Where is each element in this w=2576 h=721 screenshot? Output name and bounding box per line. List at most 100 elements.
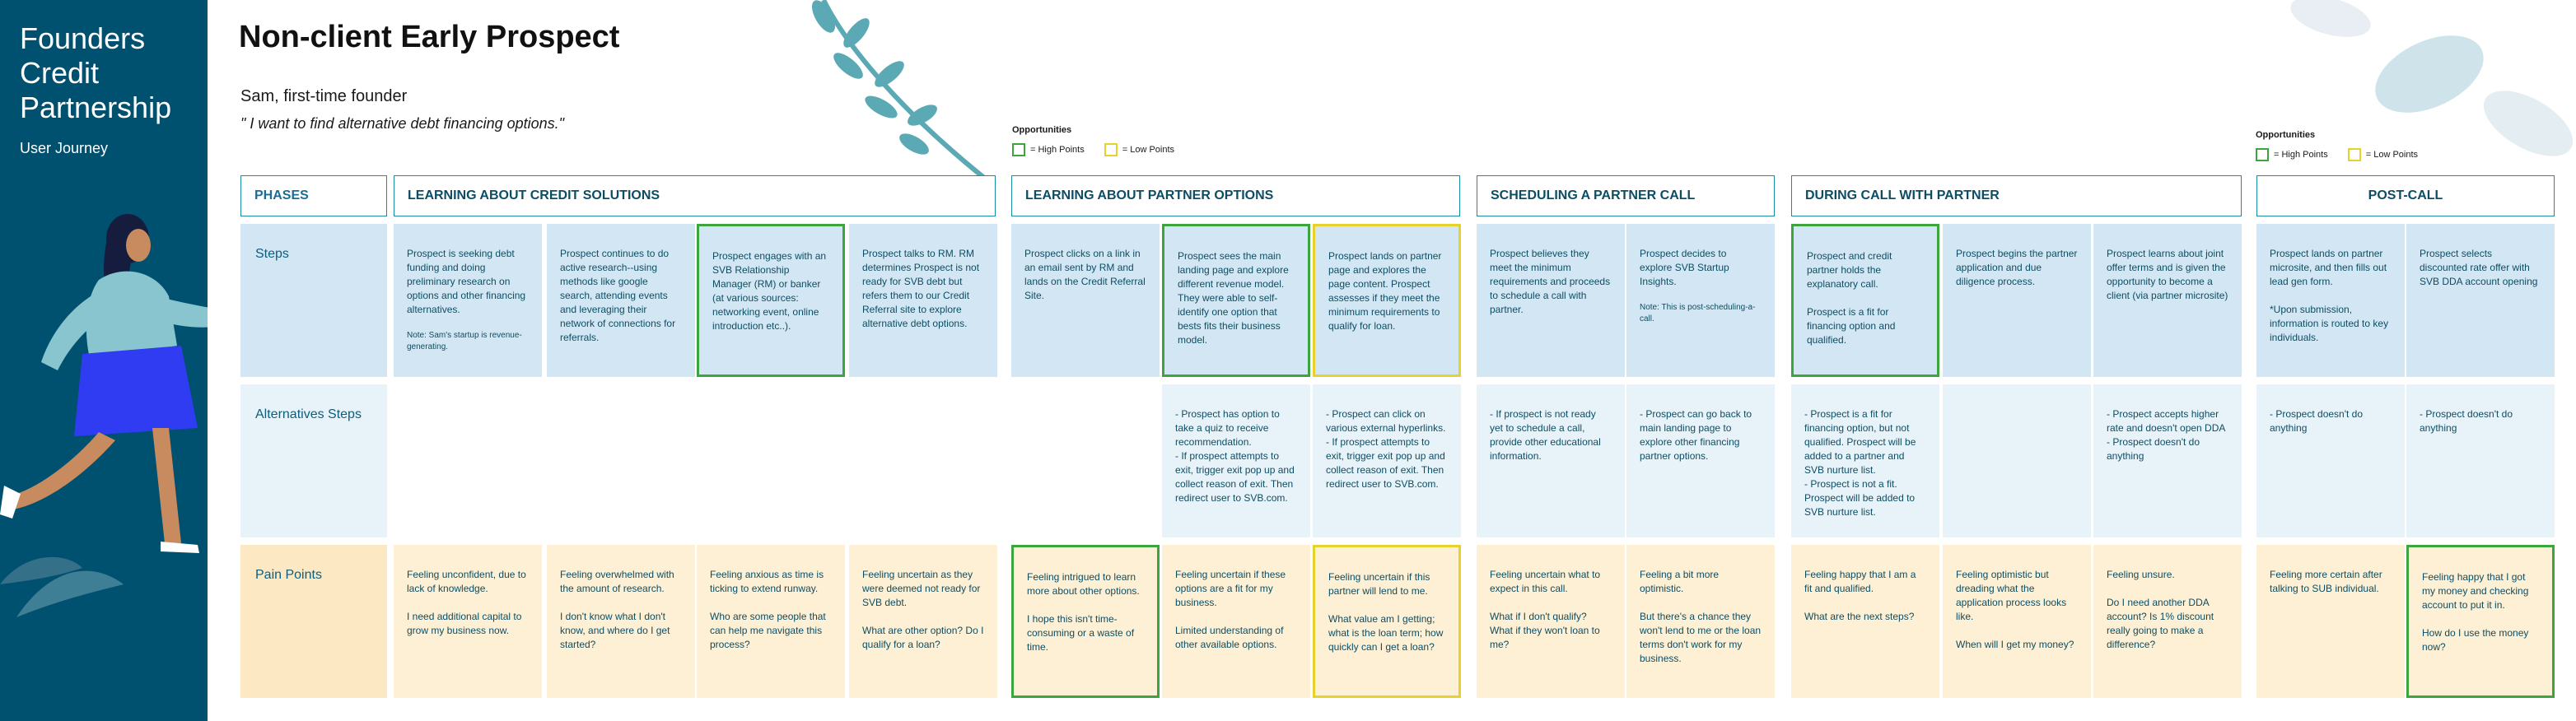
step-note: Note: This is post-scheduling-a-call. — [1640, 303, 1756, 323]
legend-postcall: Opportunities = High Points = Low Points — [2256, 130, 2418, 161]
high-swatch — [1012, 143, 1025, 156]
alt-cell: - If prospect is not ready yet to schedu… — [1477, 384, 1625, 537]
step-text: Prospect begins the partner application … — [1956, 248, 2078, 287]
step-note: Note: Sam's startup is revenue-generatin… — [407, 331, 522, 351]
pain-text: Feeling intrigued to learn more about ot… — [1027, 571, 1140, 653]
pain-text: Feeling anxious as time is ticking to ex… — [710, 569, 826, 650]
pain-text: Feeling happy that I am a fit and qualif… — [1804, 569, 1916, 622]
legend-low: = Low Points — [1104, 143, 1174, 156]
pain-cell-low: Feeling uncertain if this partner will l… — [1313, 545, 1461, 698]
pain-text: Feeling more certain after talking to SU… — [2270, 569, 2382, 594]
pain-text: Feeling a bit more optimistic. But there… — [1640, 569, 1762, 664]
alt-cell: - Prospect has option to take a quiz to … — [1162, 384, 1310, 537]
step-text: Prospect continues to do active research… — [560, 248, 676, 343]
sidebar: Founders Credit Partnership User Journey — [0, 0, 208, 721]
pain-text: Feeling unsure. Do I need another DDA ac… — [2107, 569, 2214, 650]
row-label-alternatives: Alternatives Steps — [240, 384, 387, 537]
pain-text: Feeling uncertain as they were deemed no… — [862, 569, 984, 650]
brand-title: Founders Credit Partnership — [20, 21, 172, 124]
pain-cell: Feeling happy that I am a fit and qualif… — [1791, 545, 1939, 698]
legend-high-label: = High Points — [1030, 145, 1085, 155]
pain-text: Feeling unconfident, due to lack of know… — [407, 569, 526, 636]
step-cell: Prospect begins the partner application … — [1943, 224, 2091, 377]
step-cell: Prospect learns about joint offer terms … — [2093, 224, 2242, 377]
pain-cell: Feeling uncertain as they were deemed no… — [849, 545, 997, 698]
pain-cell: Feeling more certain after talking to SU… — [2256, 545, 2405, 698]
legend-low-label: = Low Points — [1122, 145, 1175, 155]
pain-text: Feeling uncertain if these options are a… — [1175, 569, 1286, 650]
high-swatch — [2256, 148, 2269, 161]
alt-text: - Prospect doesn't do anything — [2270, 408, 2364, 434]
alt-text: - Prospect accepts higher rate and doesn… — [2107, 408, 2226, 462]
alt-cell: - Prospect doesn't do anything — [2256, 384, 2405, 537]
phase-scheduling: SCHEDULING A PARTNER CALL — [1477, 175, 1775, 216]
pain-cell-high: Feeling intrigued to learn more about ot… — [1011, 545, 1160, 698]
pain-cell: Feeling uncertain what to expect in this… — [1477, 545, 1625, 698]
pain-cell: Feeling a bit more optimistic. But there… — [1626, 545, 1775, 698]
step-text: Prospect and credit partner holds the ex… — [1807, 250, 1896, 346]
alt-text: - Prospect has option to take a quiz to … — [1175, 408, 1295, 504]
step-cell: Prospect selects discounted rate offer w… — [2406, 224, 2555, 377]
legend-high: = High Points — [1012, 143, 1085, 156]
phase-learning-partner: LEARNING ABOUT PARTNER OPTIONS — [1011, 175, 1460, 216]
pain-text: Feeling overwhelmed with the amount of r… — [560, 569, 674, 650]
pain-text: Feeling uncertain if this partner will l… — [1328, 571, 1444, 653]
pain-cell-high: Feeling happy that I got my money and ch… — [2406, 545, 2555, 698]
alt-cell: - Prospect can click on various external… — [1313, 384, 1461, 537]
persona-quote: " I want to find alternative debt financ… — [240, 115, 565, 132]
low-swatch — [2347, 148, 2361, 161]
phase-header-label: PHASES — [240, 175, 387, 216]
step-text: Prospect lands on partner microsite, and… — [2270, 248, 2389, 343]
legend-high: = High Points — [2256, 148, 2328, 161]
page-title: Non-client Early Prospect — [239, 20, 620, 54]
step-text: Prospect clicks on a link in an email se… — [1024, 248, 1146, 301]
legend-low-label: = Low Points — [2365, 150, 2419, 160]
alt-cell — [1943, 384, 2091, 537]
pain-cell: Feeling unconfident, due to lack of know… — [394, 545, 542, 698]
leaf-decoration — [2290, 0, 2574, 156]
step-text: Prospect talks to RM. RM determines Pros… — [862, 248, 980, 329]
step-cell-low: Prospect lands on partner page and explo… — [1313, 224, 1461, 377]
step-cell: Prospect talks to RM. RM determines Pros… — [849, 224, 997, 377]
alt-cell: - Prospect can go back to main landing p… — [1626, 384, 1775, 537]
pain-text: Feeling uncertain what to expect in this… — [1490, 569, 1601, 650]
pain-text: Feeling optimistic but dreading what the… — [1956, 569, 2074, 650]
step-text: Prospect engages with an SVB Relationshi… — [712, 250, 827, 332]
step-text: Prospect believes they meet the minimum … — [1490, 248, 1611, 315]
alt-cell: - Prospect doesn't do anything — [2406, 384, 2555, 537]
pain-cell: Feeling optimistic but dreading what the… — [1943, 545, 2091, 698]
legend-high-label: = High Points — [2274, 150, 2328, 160]
step-text: Prospect lands on partner page and explo… — [1328, 250, 1442, 332]
alt-text: - If prospect is not ready yet to schedu… — [1490, 408, 1601, 462]
legend-title: Opportunities — [2256, 130, 2316, 140]
brand-subtitle: User Journey — [20, 140, 109, 156]
row-label-pain: Pain Points — [240, 545, 387, 698]
persona-illustration — [0, 214, 208, 617]
low-swatch — [1104, 143, 1118, 156]
alt-cell: - Prospect accepts higher rate and doesn… — [2093, 384, 2242, 537]
step-cell-high: Prospect and credit partner holds the ex… — [1791, 224, 1939, 377]
step-text: Prospect is seeking debt funding and doi… — [407, 248, 526, 315]
legend-partner: Opportunities = High Points = Low Points — [1012, 125, 1174, 156]
step-cell-high: Prospect sees the main landing page and … — [1162, 224, 1310, 377]
step-text: Prospect selects discounted rate offer w… — [2420, 248, 2538, 287]
step-cell: Prospect decides to explore SVB Startup … — [1626, 224, 1775, 377]
step-cell-high: Prospect engages with an SVB Relationshi… — [697, 224, 845, 377]
alt-cell: - Prospect is a fit for financing option… — [1791, 384, 1939, 537]
alt-text: - Prospect can go back to main landing p… — [1640, 408, 1752, 462]
step-cell: Prospect clicks on a link in an email se… — [1011, 224, 1160, 377]
pain-cell: Feeling unsure. Do I need another DDA ac… — [2093, 545, 2242, 698]
phase-post-call: POST-CALL — [2256, 175, 2555, 216]
step-cell: Prospect continues to do active research… — [547, 224, 695, 377]
step-cell: Prospect is seeking debt funding and doi… — [394, 224, 542, 377]
plant-decoration — [812, 0, 990, 184]
alt-text: - Prospect can click on various external… — [1326, 408, 1446, 490]
step-text: Prospect decides to explore SVB Startup … — [1640, 248, 1729, 287]
pain-cell: Feeling anxious as time is ticking to ex… — [697, 545, 845, 698]
step-cell: Prospect believes they meet the minimum … — [1477, 224, 1625, 377]
row-label-steps: Steps — [240, 224, 387, 377]
phase-during-call: DURING CALL WITH PARTNER — [1791, 175, 2242, 216]
pain-cell: Feeling overwhelmed with the amount of r… — [547, 545, 695, 698]
alt-text: - Prospect is a fit for financing option… — [1804, 408, 1916, 518]
step-text: Prospect sees the main landing page and … — [1178, 250, 1289, 346]
